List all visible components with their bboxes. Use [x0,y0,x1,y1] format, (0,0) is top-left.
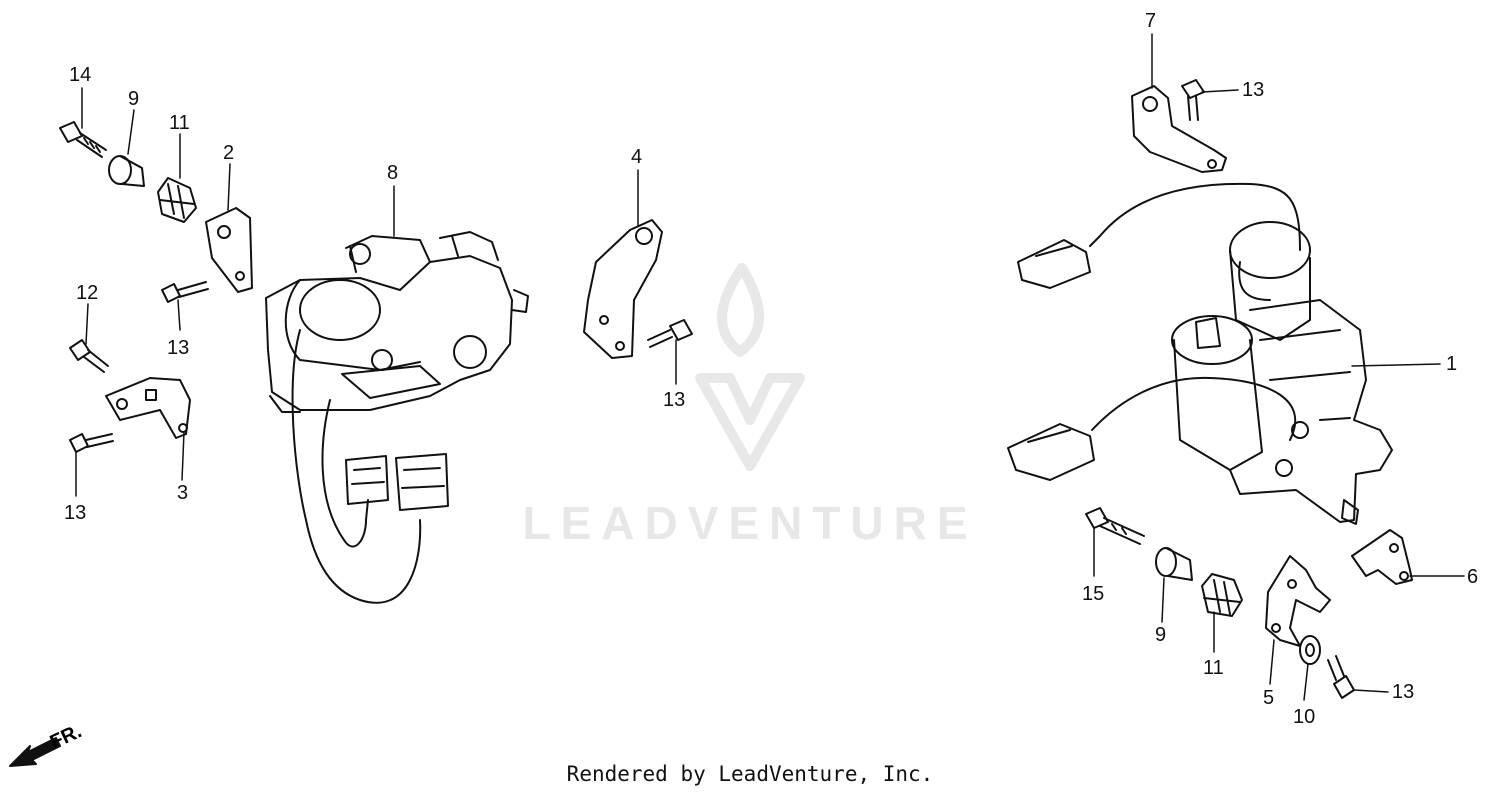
callout-11-left: 11 [169,112,190,134]
callout-4: 4 [631,146,643,168]
callout-8: 8 [387,162,399,184]
callout-7: 7 [1145,10,1157,32]
rubber-mount-11-icon [157,177,197,223]
bracket-4-icon [583,219,663,359]
callout-15: 15 [1082,583,1105,605]
callout-2: 2 [223,142,235,164]
callout-13-left-upper: 13 [167,337,190,359]
abs-modulator-8-icon [265,231,529,604]
abs-modulator-1-icon [1007,182,1393,525]
bolt-13-left-lower-icon [69,433,114,453]
callout-13-middle: 13 [663,389,686,411]
callout-1: 1 [1446,353,1458,375]
washer-10-icon [1299,635,1321,665]
bracket-7-icon [1131,85,1227,173]
bolt-13-left-upper-icon [161,281,209,303]
bolt-14-icon [59,121,107,158]
callout-13-bottom-right: 13 [1392,681,1415,703]
callout-6: 6 [1467,566,1479,588]
callout-9-right: 9 [1155,624,1167,646]
bolt-13-bottom-right-icon [1327,655,1355,699]
bracket-6-icon [1351,529,1413,585]
bracket-3-icon [105,377,191,439]
collar-9-icon [108,155,145,187]
bracket-5-icon [1265,555,1331,647]
watermark-text: LEADVENTURE [522,497,978,549]
bolt-12-icon [69,339,109,373]
callout-5: 5 [1263,687,1275,709]
watermark-logo [695,263,805,471]
callout-3: 3 [177,482,189,504]
rubber-mount-11-right-icon [1201,573,1243,617]
callout-10: 10 [1293,706,1316,728]
footer-credit: Rendered by LeadVenture, Inc. [566,762,934,786]
collar-9-right-icon [1155,547,1193,581]
callout-13-top-right: 13 [1242,79,1265,101]
callout-12: 12 [76,282,99,304]
bolt-13-middle-icon [647,319,693,348]
front-arrow-icon [9,737,61,767]
callout-14: 14 [69,64,92,86]
bolt-15-icon [1085,507,1145,545]
bolt-13-top-right-icon [1181,79,1205,121]
callout-11-right: 11 [1203,657,1224,679]
leader-lines [75,33,1465,701]
callout-13-left-lower: 13 [64,502,87,524]
callout-9-left: 9 [128,88,140,110]
bracket-2-icon [205,207,253,293]
